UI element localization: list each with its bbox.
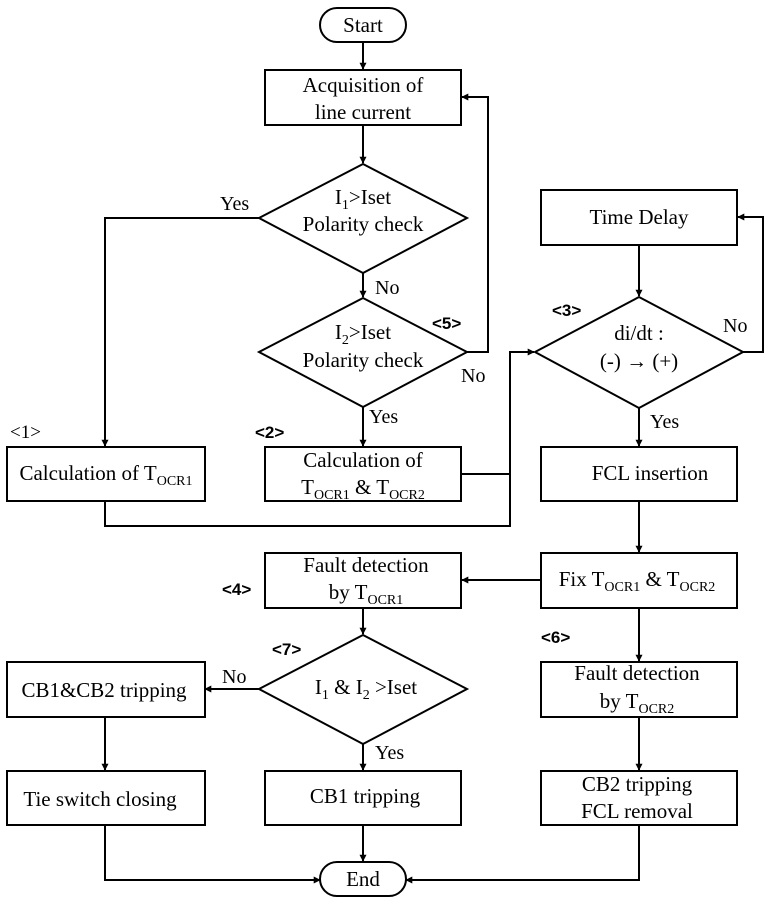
cond7-no-label: No [222, 666, 246, 688]
fcl-insertion-label: FCL insertion [592, 461, 709, 485]
didt-label-line2: (-) → (+) [600, 349, 678, 373]
cb2-tripping-line1: CB2 tripping [582, 772, 693, 796]
start-node: Start [319, 7, 407, 43]
tag-4: <4> [222, 580, 251, 599]
cond1-label-line2: Polarity check [303, 212, 424, 236]
edge-calc1-join [104, 474, 511, 527]
edge-labels: Yes No No Yes No Yes No Yes [220, 193, 747, 764]
calc2-label-line2: TOCR1 & TOCR2 [301, 475, 425, 503]
didt-label-line1: di/dt : [614, 321, 664, 345]
tie-switch-box: Tie switch closing [6, 770, 206, 826]
tag-3: <3> [552, 301, 581, 320]
connectors [101, 42, 764, 884]
fault-detection-1-line1: Fault detection [303, 553, 429, 577]
didt-diamond: di/dt : (-) → (+) [532, 295, 746, 410]
acquisition-label-line1: Acquisition of [303, 73, 424, 97]
fault-detection-2-line1: Fault detection [574, 661, 700, 685]
fault-detection-2-line2: by TOCR2 [600, 689, 675, 717]
cond1-no-label: No [375, 277, 399, 299]
step-tags: <1> <2> <3> <4> <5> <6> <7> [10, 301, 581, 659]
fault-detection-1-box: Fault detection by TOCR1 [264, 552, 462, 609]
calc1-label: Calculation of TOCR1 [19, 461, 192, 489]
cb1-tripping-label: CB1 tripping [310, 784, 421, 808]
cond2-label-line1: I2>Iset [335, 320, 391, 348]
time-delay-box: Time Delay [540, 189, 738, 246]
start-label: Start [343, 13, 383, 37]
end-node: End [319, 861, 407, 897]
cond7-label: I1 & I2 >Iset [315, 675, 417, 703]
cond1-label-line1: I1>Iset [335, 185, 391, 213]
tie-switch-label: Tie switch closing [23, 787, 177, 811]
fcl-insertion-box: FCL insertion [540, 446, 738, 502]
cond1-diamond: I1>Iset Polarity check [256, 162, 470, 275]
calc2-box: Calculation of TOCR1 & TOCR2 [264, 446, 462, 503]
cb12-tripping-label: CB1&CB2 tripping [21, 678, 187, 702]
didt-yes-label: Yes [650, 411, 679, 433]
time-delay-label: Time Delay [590, 205, 689, 229]
fault-detection-1-line2: by TOCR1 [329, 580, 404, 608]
didt-no-label: No [723, 315, 747, 337]
tag-7: <7> [272, 640, 301, 659]
cb1-tripping-box: CB1 tripping [264, 770, 462, 826]
fix-tocr-label: Fix TOCR1 & TOCR2 [559, 567, 716, 595]
cb2-tripping-line2: FCL removal [581, 799, 693, 823]
calc1-box: Calculation of TOCR1 [6, 446, 206, 502]
cb2-tripping-box: CB2 tripping FCL removal [540, 770, 738, 826]
edge-tie-end [104, 825, 321, 884]
fault-detection-2-box: Fault detection by TOCR2 [540, 661, 738, 718]
calc2-label-line1: Calculation of [303, 448, 423, 472]
tag-6: <6> [541, 628, 570, 647]
cb12-tripping-box: CB1&CB2 tripping [6, 661, 206, 718]
cond2-diamond: I2>Iset Polarity check [256, 296, 470, 409]
edge-cond2-no-loop [461, 93, 489, 353]
tag-2: <2> [255, 423, 284, 442]
edge-didt-no-loop [737, 213, 764, 353]
cond1-yes-label: Yes [220, 193, 249, 215]
tag-5: <5> [432, 314, 461, 333]
cond2-yes-label: Yes [369, 406, 398, 428]
tag-1: <1> [10, 422, 41, 443]
cond2-no-label: No [461, 365, 485, 387]
edge-calc2-didt [462, 348, 535, 475]
fix-tocr-box: Fix TOCR1 & TOCR2 [540, 552, 738, 609]
edge-cb2-end [405, 825, 640, 884]
cond7-yes-label: Yes [375, 742, 404, 764]
acquisition-box: Acquisition of line current [264, 69, 462, 126]
end-label: End [346, 867, 380, 891]
acquisition-label-line2: line current [315, 100, 411, 124]
edge-cond1-yes-calc1 [101, 217, 259, 447]
cond7-diamond: I1 & I2 >Iset [256, 633, 470, 746]
cond2-label-line2: Polarity check [303, 348, 424, 372]
